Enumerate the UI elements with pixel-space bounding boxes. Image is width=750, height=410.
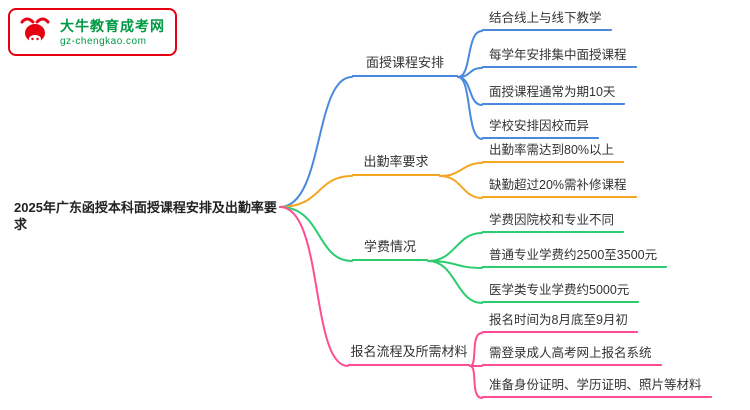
connector-branch4-leaf3 xyxy=(469,365,483,399)
branch-node-registration: 报名流程及所需材料 xyxy=(348,344,470,366)
connector-branch3-leaf1 xyxy=(427,232,483,262)
connector-root-branch3 xyxy=(279,206,353,262)
connector-branch1-leaf3 xyxy=(457,76,483,106)
logo-text: 大牛教育成考网 gz-chengkao.com xyxy=(60,17,165,48)
connector-branch2-leaf2 xyxy=(439,175,483,199)
logo: 大牛教育成考网 gz-chengkao.com xyxy=(8,8,177,56)
bull-icon xyxy=(20,17,50,43)
root-node: 2025年广东函授本科面授课程安排及出勤率要求 xyxy=(14,200,277,232)
connector-root-branch4 xyxy=(279,206,349,367)
leaf-node: 面授课程通常为期10天 xyxy=(482,84,626,105)
connector-branch1-leaf1 xyxy=(457,30,483,78)
logo-title: 大牛教育成考网 xyxy=(60,17,165,34)
connector-branch1-leaf4 xyxy=(457,76,483,140)
connector-branch3-leaf3 xyxy=(427,260,483,304)
logo-url: gz-chengkao.com xyxy=(60,35,147,47)
leaf-node: 学校安排因校而异 xyxy=(482,118,600,139)
connector-root-branch2 xyxy=(279,175,353,208)
leaf-node: 准备身份证明、学历证明、照片等材料 xyxy=(482,377,712,398)
leaf-node: 缺勤超过20%需补修课程 xyxy=(482,177,637,198)
branch-node-attendance: 出勤率要求 xyxy=(352,154,440,176)
connector-branch2-leaf1 xyxy=(439,162,483,177)
leaf-node: 出勤率需达到80%以上 xyxy=(482,142,625,163)
branch-node-course-schedule: 面授课程安排 xyxy=(352,55,458,77)
leaf-node: 报名时间为8月底至9月初 xyxy=(482,312,638,333)
connector-branch4-leaf1 xyxy=(469,332,483,367)
leaf-node: 每学年安排集中面授课程 xyxy=(482,47,637,68)
leaf-node: 普通专业学费约2500至3500元 xyxy=(482,247,668,268)
leaf-node: 需登录成人高考网上报名系统 xyxy=(482,345,662,366)
leaf-node: 医学类专业学费约5000元 xyxy=(482,282,640,303)
leaf-node: 学费因院校和专业不同 xyxy=(482,212,625,233)
connector-root-branch1 xyxy=(279,76,353,208)
leaf-node: 结合线上与线下教学 xyxy=(482,10,612,31)
branch-node-tuition: 学费情况 xyxy=(352,239,428,261)
